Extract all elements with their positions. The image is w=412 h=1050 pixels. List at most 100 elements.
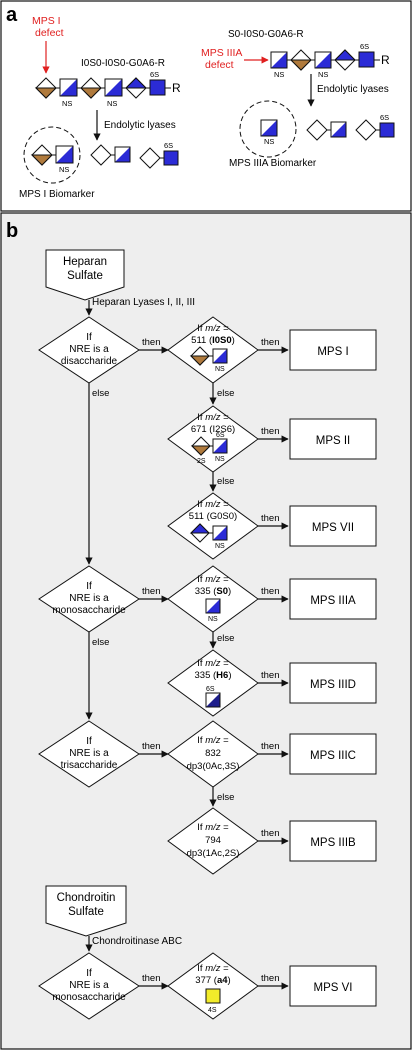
then-label: then [261,741,280,752]
mps3a-defect-label: MPS IIIA [201,47,242,59]
heparan-enzyme-label: Heparan Lyases I, II, III [92,297,195,308]
then-label: then [261,828,280,839]
decision-text: monosaccharide [52,605,126,616]
ns-label: NS [215,366,225,373]
ns-label: NS [318,70,328,79]
panel-a: a MPS I defect I0S0-I0S0-G0A6-R NS [0,0,412,212]
s6-label: 6S [150,70,159,79]
then-label: then [142,973,161,984]
mps1-chain: NS NS 6S [34,70,181,108]
test-mps3c-line2: 832 [205,748,221,759]
result-mps1 [289,329,377,371]
glucuronic-diamond-icon [189,523,211,543]
test-mps6-line2: 377 (a4) [195,975,230,986]
else-label: else [92,637,109,648]
panel-b-label: b [6,220,18,242]
result-mps3b [289,820,377,862]
galnac-square-icon [205,988,221,1004]
decision-text: NRE is a [69,748,109,759]
decision-text: disaccharide [61,356,118,367]
glcns-square-icon [59,78,78,97]
result-mps3c [289,733,377,775]
decision-text: If [86,968,92,979]
test-mps3b-line3: dp3(1Ac,2S) [187,848,240,859]
result-mps2-label: MPS II [316,435,351,447]
result-mps3b-label: MPS IIIB [310,837,356,849]
iduronic-diamond-icon [306,119,328,141]
else-label: else [217,792,234,803]
mps3a-biomarker-caption: MPS IIIA Biomarker [229,158,317,169]
then-label: then [261,973,280,984]
test-mps3c-line1: If m/z = [197,735,229,746]
test-mps7-line1: If m/z = [197,499,229,510]
then-label: then [261,426,280,437]
decision-text: If [86,581,92,592]
mps1-biomarker-caption: MPS I Biomarker [19,189,95,200]
else-label: else [92,388,109,399]
glcnac-square-icon [163,150,179,166]
decision-text: If [86,332,92,343]
panel-a-label: a [6,4,18,26]
glucuronic-diamond-icon [139,147,161,169]
ns-label: NS [62,99,72,108]
ns-label: NS [215,543,225,550]
test-mps6 [167,952,259,1020]
r-label: R [172,81,181,95]
iduronic-diamond-icon [289,49,313,71]
chondroitin-label: Chondroitin [57,892,116,904]
test-mps3b [167,807,259,875]
then-label: then [261,670,280,681]
decision-monosaccharide-cs [38,952,140,1020]
glcns-square-icon [330,121,347,138]
ns-label: NS [208,616,218,623]
iduronic-diamond-icon [190,436,212,456]
frag-disaccharide-6s: 6S [355,113,395,141]
test-mps3b-line2: 794 [205,835,221,846]
glcns-square-icon [55,145,74,164]
then-label: then [261,337,280,348]
ns-label: NS [107,99,117,108]
heparan-label-2: Sulfate [67,270,103,282]
test-mps3b-line1: If m/z = [197,822,229,833]
glcnac-square-icon [379,122,395,138]
glcn-square-icon [205,692,221,708]
mps3a-chain: NS NS 6S [270,42,390,79]
decision-text: trisaccharide [61,760,118,771]
then-label: then [142,741,161,752]
then-label: then [261,586,280,597]
s6-label: 6S [206,686,215,693]
chondroitin-enzyme-label: Chondroitinase ABC [92,936,182,947]
mps1-biomarker-circle [23,126,81,184]
test-mps3d-line1: If m/z = [197,658,229,669]
result-mps3a-label: MPS IIIA [310,595,356,607]
test-mps7-line2: 511 (G0S0) [189,511,237,522]
test-mps2-line2: 671 (I2S6) [191,424,235,435]
result-mps1-label: MPS I [317,346,348,358]
mps1-defect-label: MPS I [32,15,61,27]
frag-disaccharide-6s: 6S [139,141,179,169]
result-mps3d-label: MPS IIID [310,679,356,691]
ns-label: NS [264,137,274,146]
s6-label: 6S [360,42,369,51]
r-label: R [381,53,390,67]
iduronic-diamond-icon [30,144,54,166]
result-mps3d [289,662,377,704]
iduronic-diamond-icon [79,77,103,99]
chondroitin-sulfate-start [45,885,127,937]
result-mps2 [289,418,377,460]
glucuronic-diamond-icon [355,119,377,141]
glcns-square-icon [114,146,131,163]
glucuronic-diamond-icon [333,49,357,71]
result-mps7-label: MPS VII [312,522,354,534]
test-mps1-line2: 511 (I0S0) [191,335,235,346]
glcnac-square-icon [149,79,166,96]
test-mps2-line1: If m/z = [197,412,229,423]
result-mps7 [289,505,377,547]
result-mps3a [289,578,377,620]
ns-label: NS [59,165,69,174]
decision-text: NRE is a [69,344,109,355]
decision-text: NRE is a [69,980,109,991]
decision-trisaccharide [38,720,140,788]
else-label: else [217,633,234,644]
